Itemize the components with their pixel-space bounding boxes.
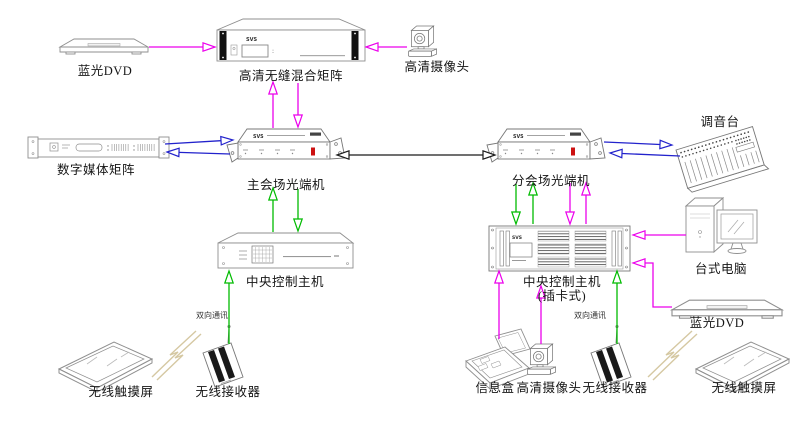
arrowhead xyxy=(510,211,522,226)
arrowhead xyxy=(482,149,497,161)
label-camera-bottom: 高清摄像头 xyxy=(516,381,582,395)
arrowhead xyxy=(220,135,235,146)
brand-text: SVS xyxy=(512,235,522,241)
connection-line xyxy=(621,152,681,157)
arrowhead xyxy=(631,257,646,269)
label-central-host: 中央控制主机 xyxy=(245,275,325,289)
arrowhead xyxy=(335,149,350,161)
connection-line xyxy=(164,140,222,145)
main-venue-transceiver-device xyxy=(226,128,346,163)
hd-matrix-device: SVS : xyxy=(216,18,366,62)
connection-line xyxy=(603,141,661,146)
label-mixer: 调音台 xyxy=(700,115,740,129)
label-touchscreen-left: 无线触摸屏 xyxy=(88,385,154,399)
arrowhead xyxy=(493,269,505,284)
label-hd-matrix: 高清无缝混合矩阵 xyxy=(238,69,344,83)
label-bluray-right: 蓝光DVD xyxy=(689,316,745,330)
arrowhead xyxy=(631,229,646,241)
label-receiver-left: 无线接收器 xyxy=(195,385,261,399)
label-info-box: 信息盒 xyxy=(475,381,515,395)
arrowhead xyxy=(165,147,180,158)
wireless-receiver-left-device xyxy=(202,324,244,388)
info-box-device xyxy=(465,328,531,391)
arrowhead xyxy=(267,80,279,95)
hd-camera-bottom-device xyxy=(527,343,556,375)
svg-text::: : xyxy=(272,48,274,55)
arrowhead xyxy=(223,269,235,284)
arrowhead xyxy=(527,181,539,196)
label-touchscreen-right: 无线触摸屏 xyxy=(711,381,777,395)
arrowhead xyxy=(611,269,623,284)
label-receiver-right: 无线接收器 xyxy=(582,381,648,395)
mixer-device xyxy=(675,126,770,193)
central-control-host-device xyxy=(217,232,355,269)
connection-arrows xyxy=(149,41,686,344)
brand-text: SVS xyxy=(246,37,257,43)
desktop-pc-device xyxy=(684,196,758,254)
arrowhead xyxy=(580,181,592,196)
arrowhead xyxy=(292,218,304,233)
arrowhead xyxy=(564,211,576,226)
digital-media-matrix-device xyxy=(27,136,170,159)
arrowhead xyxy=(608,148,623,159)
arrowhead xyxy=(202,41,217,53)
card-control-host-device: SVS xyxy=(488,225,631,272)
arrowhead xyxy=(659,139,674,150)
branch-venue-transceiver-device xyxy=(486,128,606,163)
bluray-dvd-left-device xyxy=(59,38,149,55)
label-main-transceiver: 主会场光端机 xyxy=(246,178,326,192)
label-branch-transceiver: 分会场光端机 xyxy=(511,174,591,188)
arrowhead xyxy=(267,186,279,201)
label-digital-matrix: 数字媒体矩阵 xyxy=(56,163,136,177)
label-bidirectional-left: 双向通讯 xyxy=(196,311,228,320)
label-card-host-line2: (插卡式) xyxy=(537,289,587,303)
wireless-link-left-icon xyxy=(151,330,202,381)
arrowhead xyxy=(535,284,547,299)
label-card-host-line1: 中央控制主机 xyxy=(522,275,602,289)
label-bluray-left: 蓝光DVD xyxy=(77,64,133,78)
hd-camera-top-device xyxy=(408,25,437,57)
label-camera-top: 高清摄像头 xyxy=(404,60,470,74)
connection-line xyxy=(645,262,672,308)
connection-line xyxy=(178,151,231,155)
arrowhead xyxy=(292,114,304,129)
arrowhead xyxy=(364,41,379,53)
label-desktop-pc: 台式电脑 xyxy=(694,262,748,276)
wireless-link-right-icon xyxy=(647,330,698,381)
label-bidirectional-right: 双向通讯 xyxy=(574,311,606,320)
